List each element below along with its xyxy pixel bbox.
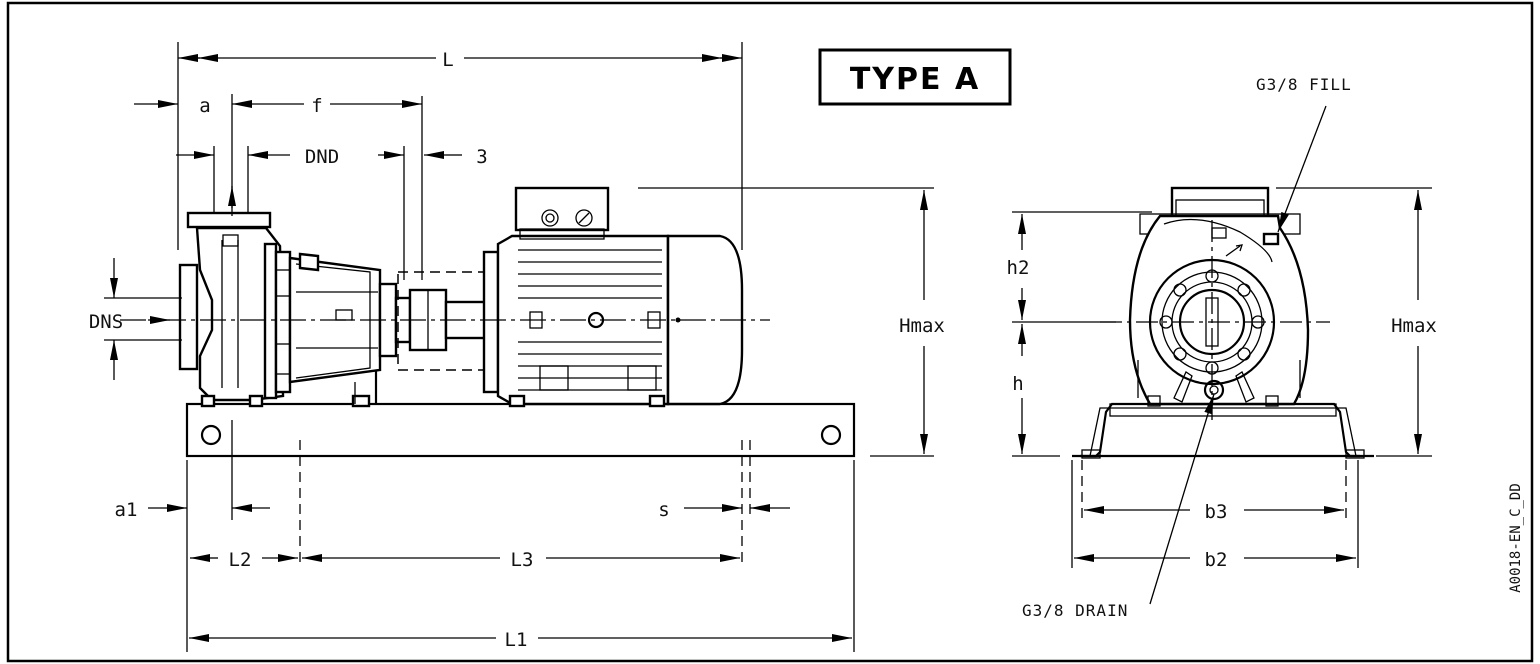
side-view: L a f DND 3 DNS [89, 42, 945, 652]
base-hole-right [820, 424, 842, 446]
bearing-bracket [288, 252, 382, 408]
dim-s: s [658, 499, 669, 521]
dim-b3: b3 [1205, 501, 1228, 523]
dim-h2: h2 [1007, 257, 1030, 279]
dim-a1: a1 [115, 499, 138, 521]
dim-L: L [442, 49, 453, 71]
drain-label: G3/8 DRAIN [1022, 601, 1128, 620]
drawing-border [6, 1, 1534, 663]
dim-h: h [1012, 373, 1023, 395]
coupling [374, 271, 491, 404]
base-hole-left [200, 424, 222, 446]
dim-3: 3 [476, 146, 487, 168]
terminal-box [514, 186, 610, 232]
dim-DNS: DNS [89, 311, 123, 333]
base-frame [185, 402, 856, 458]
type-title-box: TYPE A [818, 48, 1012, 106]
drawing-code: A0018-EN_C_DD [1508, 483, 1524, 593]
dim-L1: L1 [505, 629, 528, 651]
fill-label: G3/8 FILL [1256, 75, 1352, 94]
dim-L2: L2 [229, 549, 252, 571]
dim-L3: L3 [511, 549, 534, 571]
dim-f: f [311, 95, 322, 117]
dim-Hmax-side: Hmax [899, 315, 945, 337]
motor [482, 186, 744, 408]
pump-casing [178, 211, 292, 408]
dim-a: a [199, 95, 210, 117]
type-title: TYPE A [850, 62, 980, 97]
front-view: h2 h Hmax b3 b2 G3/8 FILL G3/8 DRAIN [1007, 75, 1437, 620]
dim-DND: DND [305, 146, 339, 168]
dim-b2: b2 [1205, 549, 1228, 571]
dim-Hmax-front: Hmax [1391, 315, 1437, 337]
